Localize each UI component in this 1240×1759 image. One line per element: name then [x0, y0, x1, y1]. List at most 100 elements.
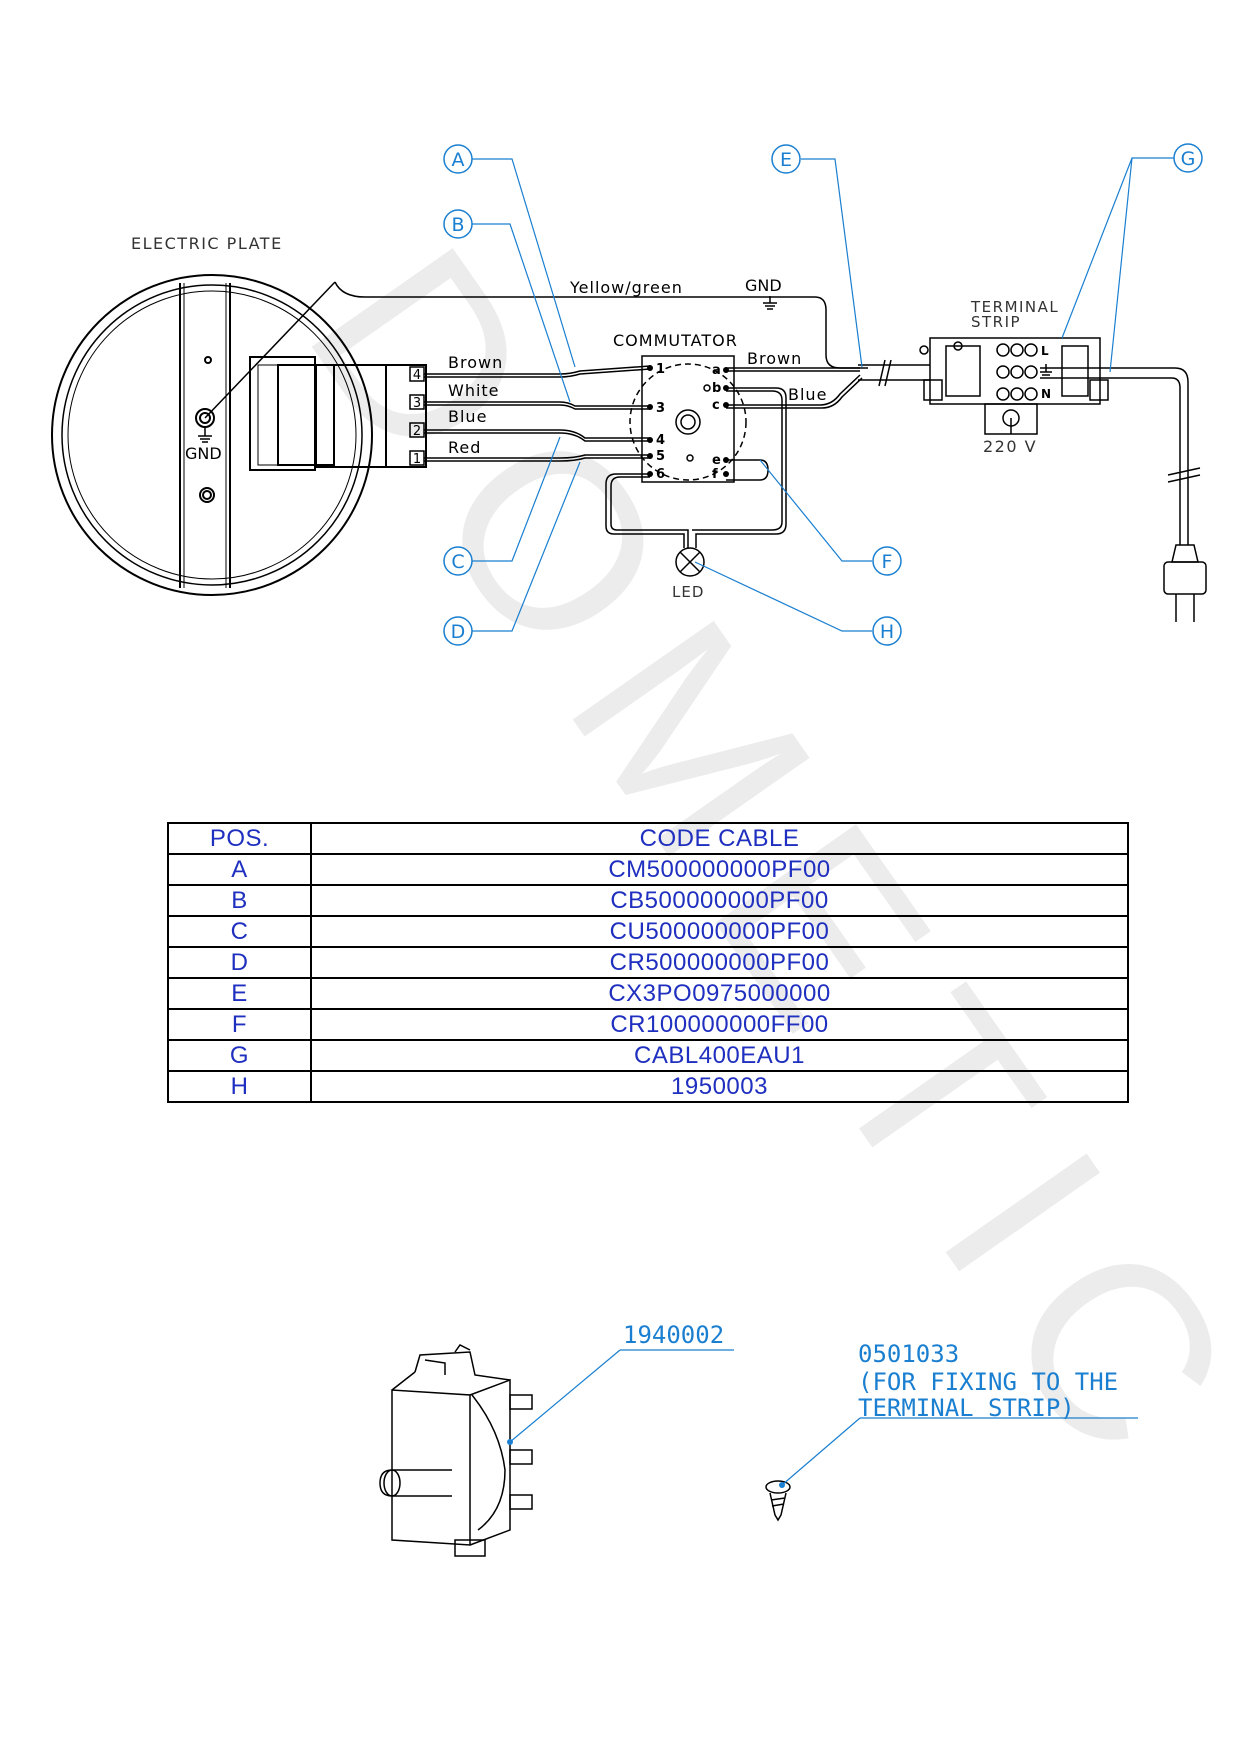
callout-circles: [443, 143, 1203, 646]
pos-cell: C: [167, 915, 312, 948]
code-cell: CR500000000PF00: [310, 946, 1129, 979]
ground-symbol-icon: [763, 296, 777, 310]
pin-4: 4: [656, 433, 665, 448]
pos-cell: E: [167, 977, 312, 1010]
plate-terminal-numbers: 4 3 2 1: [413, 368, 421, 467]
callout-d: D: [451, 621, 466, 643]
wire-label-brown-left: Brown: [448, 353, 503, 372]
wire-label-blue-left: Blue: [448, 407, 487, 426]
screw-part-number: 0501033: [858, 1340, 959, 1368]
callout-h-circle: [872, 616, 902, 646]
gnd-label: GND: [745, 276, 782, 295]
callout-leaders: [472, 157, 1190, 632]
plug-icon: [1163, 544, 1207, 622]
wire-label-red: Red: [448, 438, 481, 457]
plate-terminal-4: 4: [413, 368, 421, 383]
pin-5: 5: [656, 449, 665, 464]
callout-g: G: [1181, 148, 1196, 170]
led-label: LED: [672, 583, 704, 601]
strip-ground-symbol-icon: [1040, 364, 1052, 376]
table-header-row: POS. CODE CABLE: [167, 822, 1129, 855]
wire-label-brown-right: Brown: [747, 349, 802, 368]
terminal-strip-label-1: TERMINAL: [970, 298, 1059, 316]
commutator: [629, 355, 747, 483]
pin-b: b: [712, 381, 721, 396]
plate-terminal-1: 1: [413, 452, 421, 467]
cable-code-table: POS. CODE CABLE A CM500000000PF00 B CB50…: [167, 822, 1129, 1103]
header-pos: POS.: [167, 822, 312, 855]
pin-6: 6: [656, 467, 665, 482]
pin-1: 1: [656, 362, 665, 377]
screw-note-line-2: TERMINAL STRIP): [858, 1394, 1075, 1422]
commutator-label: COMMUTATOR: [613, 331, 738, 350]
callout-b-circle: [443, 209, 473, 239]
table-row: F CR100000000FF00: [167, 1008, 1129, 1041]
commutator-part-number: 1940002: [623, 1321, 724, 1349]
callout-f-circle: [872, 546, 902, 576]
callout-a-circle: [443, 144, 473, 174]
callout-b: B: [451, 214, 464, 236]
callout-c: C: [451, 551, 464, 573]
callout-e-circle: [771, 144, 801, 174]
electric-plate: [51, 274, 427, 596]
screw-part-illustration: [765, 1480, 791, 1522]
commutator-to-mains-wires: [726, 359, 930, 409]
pin-3: 3: [656, 401, 665, 416]
table-row: D CR500000000PF00: [167, 946, 1129, 979]
ground-wire: [334, 281, 868, 369]
wire-label-blue-right: Blue: [788, 385, 827, 404]
terminal-strip-label-2: STRIP: [971, 313, 1021, 331]
electric-plate-label: ELECTRIC PLATE: [131, 234, 283, 253]
screw-part-leader: [781, 1417, 861, 1486]
header-code-cable: CODE CABLE: [310, 822, 1129, 855]
plate-gnd-label: GND: [185, 444, 222, 463]
pos-cell: D: [167, 946, 312, 979]
callout-e: E: [780, 149, 792, 171]
code-cell: 1950003: [310, 1070, 1129, 1103]
code-cell: CABL400EAU1: [310, 1039, 1129, 1072]
pos-cell: A: [167, 853, 312, 886]
table-row: A CM500000000PF00: [167, 853, 1129, 886]
left-wire-labels: Brown White Blue Red: [448, 353, 503, 457]
callout-a: A: [452, 149, 465, 171]
table-row: H 1950003: [167, 1070, 1129, 1103]
table-row: B CB500000000PF00: [167, 884, 1129, 917]
callout-d-circle: [443, 616, 473, 646]
pos-cell: G: [167, 1039, 312, 1072]
plate-terminal-3: 3: [413, 396, 421, 411]
callout-c-circle: [443, 546, 473, 576]
commutator-part-leader: [509, 1349, 621, 1443]
led-icon: [675, 547, 705, 577]
callout-letters: A B C D E F G H: [451, 148, 1196, 643]
voltage-label: 220 V: [983, 437, 1037, 456]
code-cell: CR100000000FF00: [310, 1008, 1129, 1041]
wire-label-white: White: [448, 381, 500, 400]
commutator-pins-left: 1 3 4 5 6: [656, 362, 665, 482]
terminal-strip: [919, 337, 1201, 545]
commutator-part-illustration: [379, 1344, 533, 1557]
ground-wire-label: Yellow/green: [569, 278, 683, 297]
pos-cell: H: [167, 1070, 312, 1103]
pos-cell: B: [167, 884, 312, 917]
callout-f: F: [882, 551, 893, 573]
callout-g-circle: [1173, 143, 1203, 173]
pin-f: f: [712, 467, 718, 482]
screw-note-line-1: (FOR FIXING TO THE: [858, 1368, 1118, 1396]
plate-ground-symbol-icon: [198, 427, 212, 443]
commutator-pins-right: a b c e f: [712, 363, 721, 482]
strip-terminal-l: L: [1041, 344, 1049, 358]
code-cell: CM500000000PF00: [310, 853, 1129, 886]
pin-a: a: [712, 363, 721, 378]
code-cell: CB500000000PF00: [310, 884, 1129, 917]
table-row: E CX3PO0975000000: [167, 977, 1129, 1010]
code-cell: CX3PO0975000000: [310, 977, 1129, 1010]
pos-cell: F: [167, 1008, 312, 1041]
plate-terminal-2: 2: [413, 424, 421, 439]
right-wire-labels: Brown Blue: [747, 349, 827, 404]
pin-c: c: [712, 398, 720, 413]
callout-h: H: [880, 621, 894, 643]
table-row: C CU500000000PF00: [167, 915, 1129, 948]
pin-e: e: [712, 453, 721, 468]
led-circuit: [605, 387, 787, 548]
